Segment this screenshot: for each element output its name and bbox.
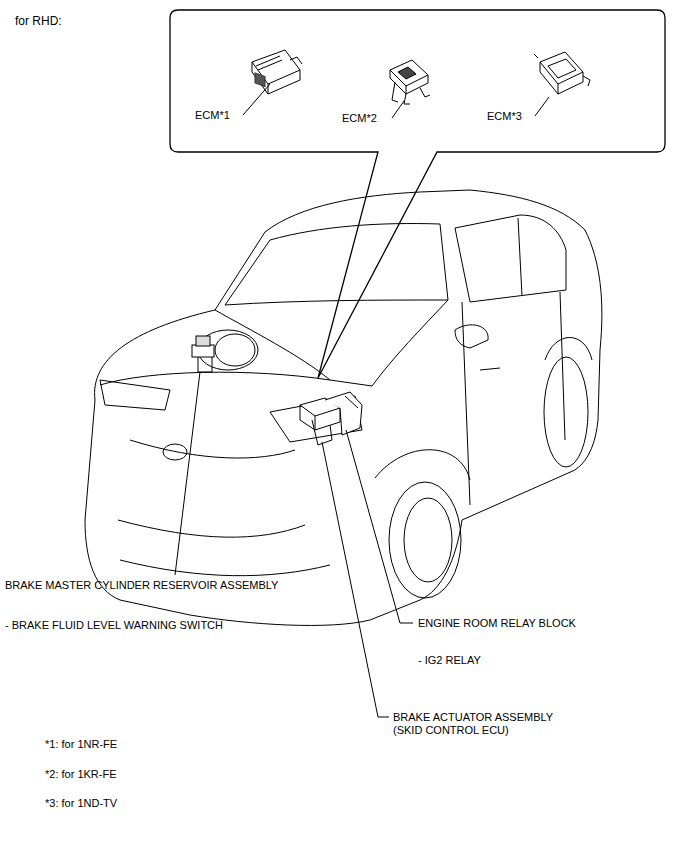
master-cylinder-illustration bbox=[192, 330, 258, 372]
part-label: ECM*3 bbox=[487, 110, 522, 123]
part-label: ENGINE ROOM RELAY BLOCK bbox=[418, 617, 576, 630]
car-outline bbox=[85, 190, 602, 625]
part-label: BRAKE ACTUATOR ASSEMBLY (SKID CONTROL EC… bbox=[393, 711, 583, 737]
page-heading: for RHD: bbox=[15, 15, 62, 28]
footnote: *1: for 1NR-FE bbox=[45, 738, 117, 751]
ecm-icon bbox=[390, 60, 430, 104]
leader-line bbox=[175, 372, 200, 575]
ecm-icon bbox=[252, 50, 302, 94]
part-label: ECM*2 bbox=[342, 112, 377, 125]
leader-line bbox=[346, 430, 413, 623]
part-label: BRAKE MASTER CYLINDER RESERVOIR ASSEMBLY bbox=[5, 579, 278, 592]
footnote: *2: for 1KR-FE bbox=[45, 768, 117, 781]
leader-line bbox=[535, 97, 549, 116]
part-label: ECM*1 bbox=[195, 109, 230, 122]
footnote: *3: for 1ND-TV bbox=[45, 797, 117, 810]
sub-part-label: - IG2 RELAY bbox=[418, 654, 481, 667]
leader-line bbox=[322, 442, 389, 717]
leader-line bbox=[243, 84, 270, 115]
leader-line bbox=[392, 101, 404, 118]
ecm-icon bbox=[534, 52, 590, 94]
brake-actuator-illustration bbox=[300, 392, 362, 445]
sub-part-label: - BRAKE FLUID LEVEL WARNING SWITCH bbox=[5, 619, 223, 632]
callout-box: ECM*1 ECM*2 ECM*3 bbox=[170, 10, 665, 152]
callout-outline bbox=[170, 10, 665, 378]
